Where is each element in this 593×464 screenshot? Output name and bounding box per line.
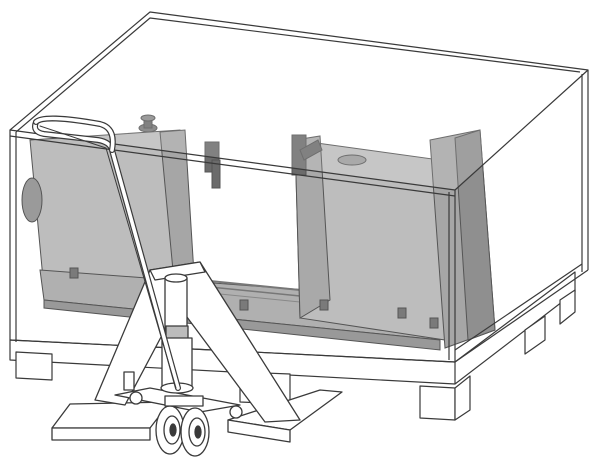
crate xyxy=(9,11,589,363)
pallet-jack-frame xyxy=(94,261,301,423)
pallet-skid-left xyxy=(15,351,53,381)
pallet-jack-steer-wheels xyxy=(155,395,210,457)
pallet-jack xyxy=(32,115,343,457)
pallet-jack-fork-left xyxy=(51,401,171,429)
pallet-skid-right xyxy=(419,385,456,421)
